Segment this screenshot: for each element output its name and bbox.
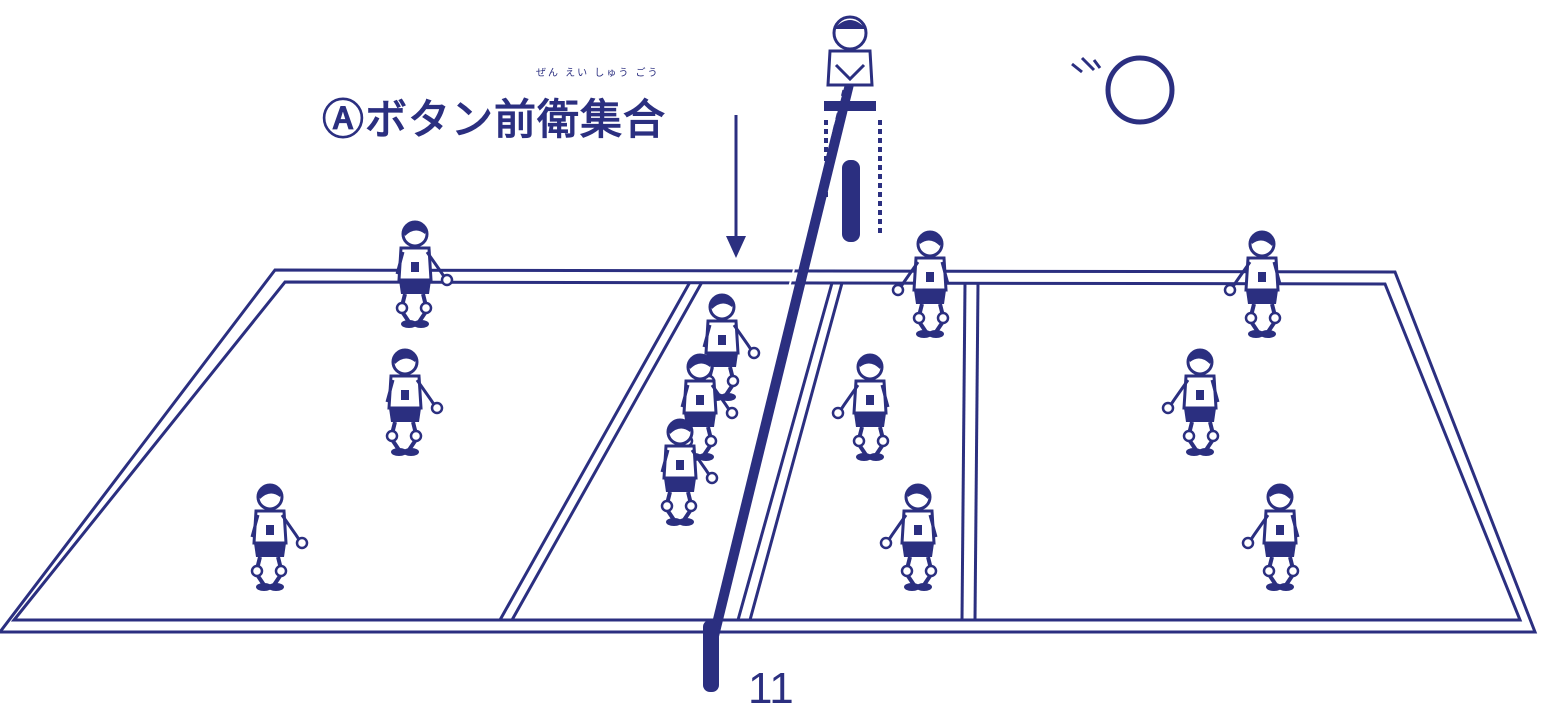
right-attack-line xyxy=(960,282,967,621)
player-right-4 xyxy=(1225,232,1280,338)
player-right-2 xyxy=(833,355,888,461)
net-post-back xyxy=(842,160,860,242)
net xyxy=(703,78,882,692)
left-attack-line-inner xyxy=(510,281,704,621)
volleyball-icon xyxy=(1071,55,1175,125)
court-inner-line xyxy=(10,280,1523,622)
court xyxy=(0,268,1538,634)
page-number: 11 xyxy=(748,664,794,713)
net-band xyxy=(708,78,855,642)
team-right xyxy=(833,232,1298,591)
player-right-6 xyxy=(1243,485,1298,591)
left-attack-line xyxy=(498,281,692,621)
player-right-5 xyxy=(1163,350,1218,456)
net-post-front xyxy=(703,620,719,692)
team-left xyxy=(250,220,761,593)
player-right-1 xyxy=(893,232,948,338)
arrow-down-icon xyxy=(726,115,746,258)
player-left-2 xyxy=(385,348,444,458)
player-left-1 xyxy=(395,220,454,330)
center-line xyxy=(736,282,834,621)
player-left-3 xyxy=(250,483,309,593)
court-outer-line xyxy=(0,268,1538,634)
center-line-inner xyxy=(748,282,844,621)
instruction-label: Ⓐボタン前衛集合 xyxy=(322,95,667,144)
player-right-3 xyxy=(881,485,936,591)
referee-figure-icon xyxy=(824,15,876,111)
instruction-furigana: ぜん えい しゅう ごう xyxy=(536,68,660,79)
right-attack-line-inner xyxy=(973,282,980,621)
